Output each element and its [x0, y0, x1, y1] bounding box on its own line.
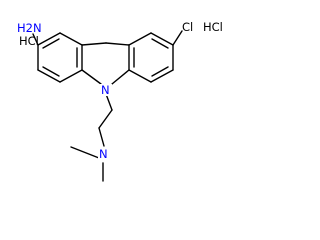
chlorine-label: Cl — [182, 20, 193, 34]
chemical-structure-diagram: H2N HCl N Cl HCl N — [17, 20, 223, 182]
amine-label: H2N — [17, 21, 42, 35]
tertiary-amine-background — [98, 147, 110, 161]
ring-nitrogen-label: N — [101, 83, 110, 97]
hcl-left-label: HCl — [19, 34, 39, 48]
tertiary-amine-label: N — [99, 147, 108, 161]
atom-labels: H2N HCl N Cl HCl N — [17, 20, 223, 161]
ring-nitrogen-background — [100, 84, 112, 96]
bond-lines — [32, 30, 183, 182]
hcl-right-label: HCl — [203, 20, 223, 34]
